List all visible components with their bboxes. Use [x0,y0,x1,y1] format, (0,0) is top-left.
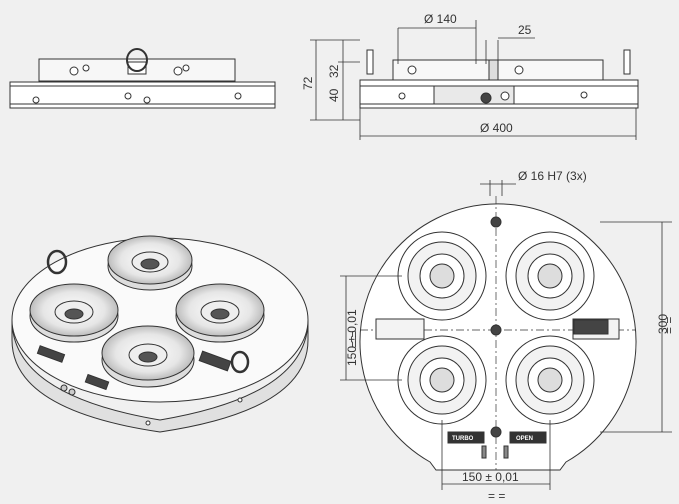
dimension-300: 300 [656,314,670,334]
dimension-lines-side [310,20,637,140]
open-label: OPEN [516,436,533,442]
side-view-right [359,49,639,109]
dimension-40: 40 [327,88,341,102]
turbo-label: TURBO [452,436,474,442]
dimension-150-vertical: 150 ± 0,01 [345,309,359,366]
iso-chuck-top [107,235,193,291]
dimension-400: Ø 400 [480,121,513,135]
lifting-eye-icon [126,48,148,72]
dimension-150-horizontal-eq: = = [488,489,505,503]
top-chuck-4 [505,335,595,425]
top-chuck-3 [397,335,487,425]
top-chuck-2 [505,231,595,321]
lifting-eye-iso [46,249,68,275]
dimension-150-horizontal: 150 ± 0,01 [462,470,519,484]
side-view-left [9,48,276,109]
iso-chuck-left [29,283,119,343]
top-view [359,196,637,471]
isometric-view [11,235,309,433]
dimension-25: 25 [518,23,532,37]
dimension-300-eq: = = [662,317,676,334]
top-chuck-1 [397,231,487,321]
lifting-eye-iso-right [230,350,250,374]
iso-chuck-bottom [101,325,195,388]
dimension-72: 72 [301,76,315,90]
dimension-16h7: Ø 16 H7 (3x) [518,169,587,183]
dimension-150-vertical-eq: = = [347,331,361,348]
iso-chuck-right [175,283,265,343]
dimension-lines-top [340,180,672,490]
dimension-32: 32 [327,64,341,78]
dimension-140: Ø 140 [424,12,457,26]
